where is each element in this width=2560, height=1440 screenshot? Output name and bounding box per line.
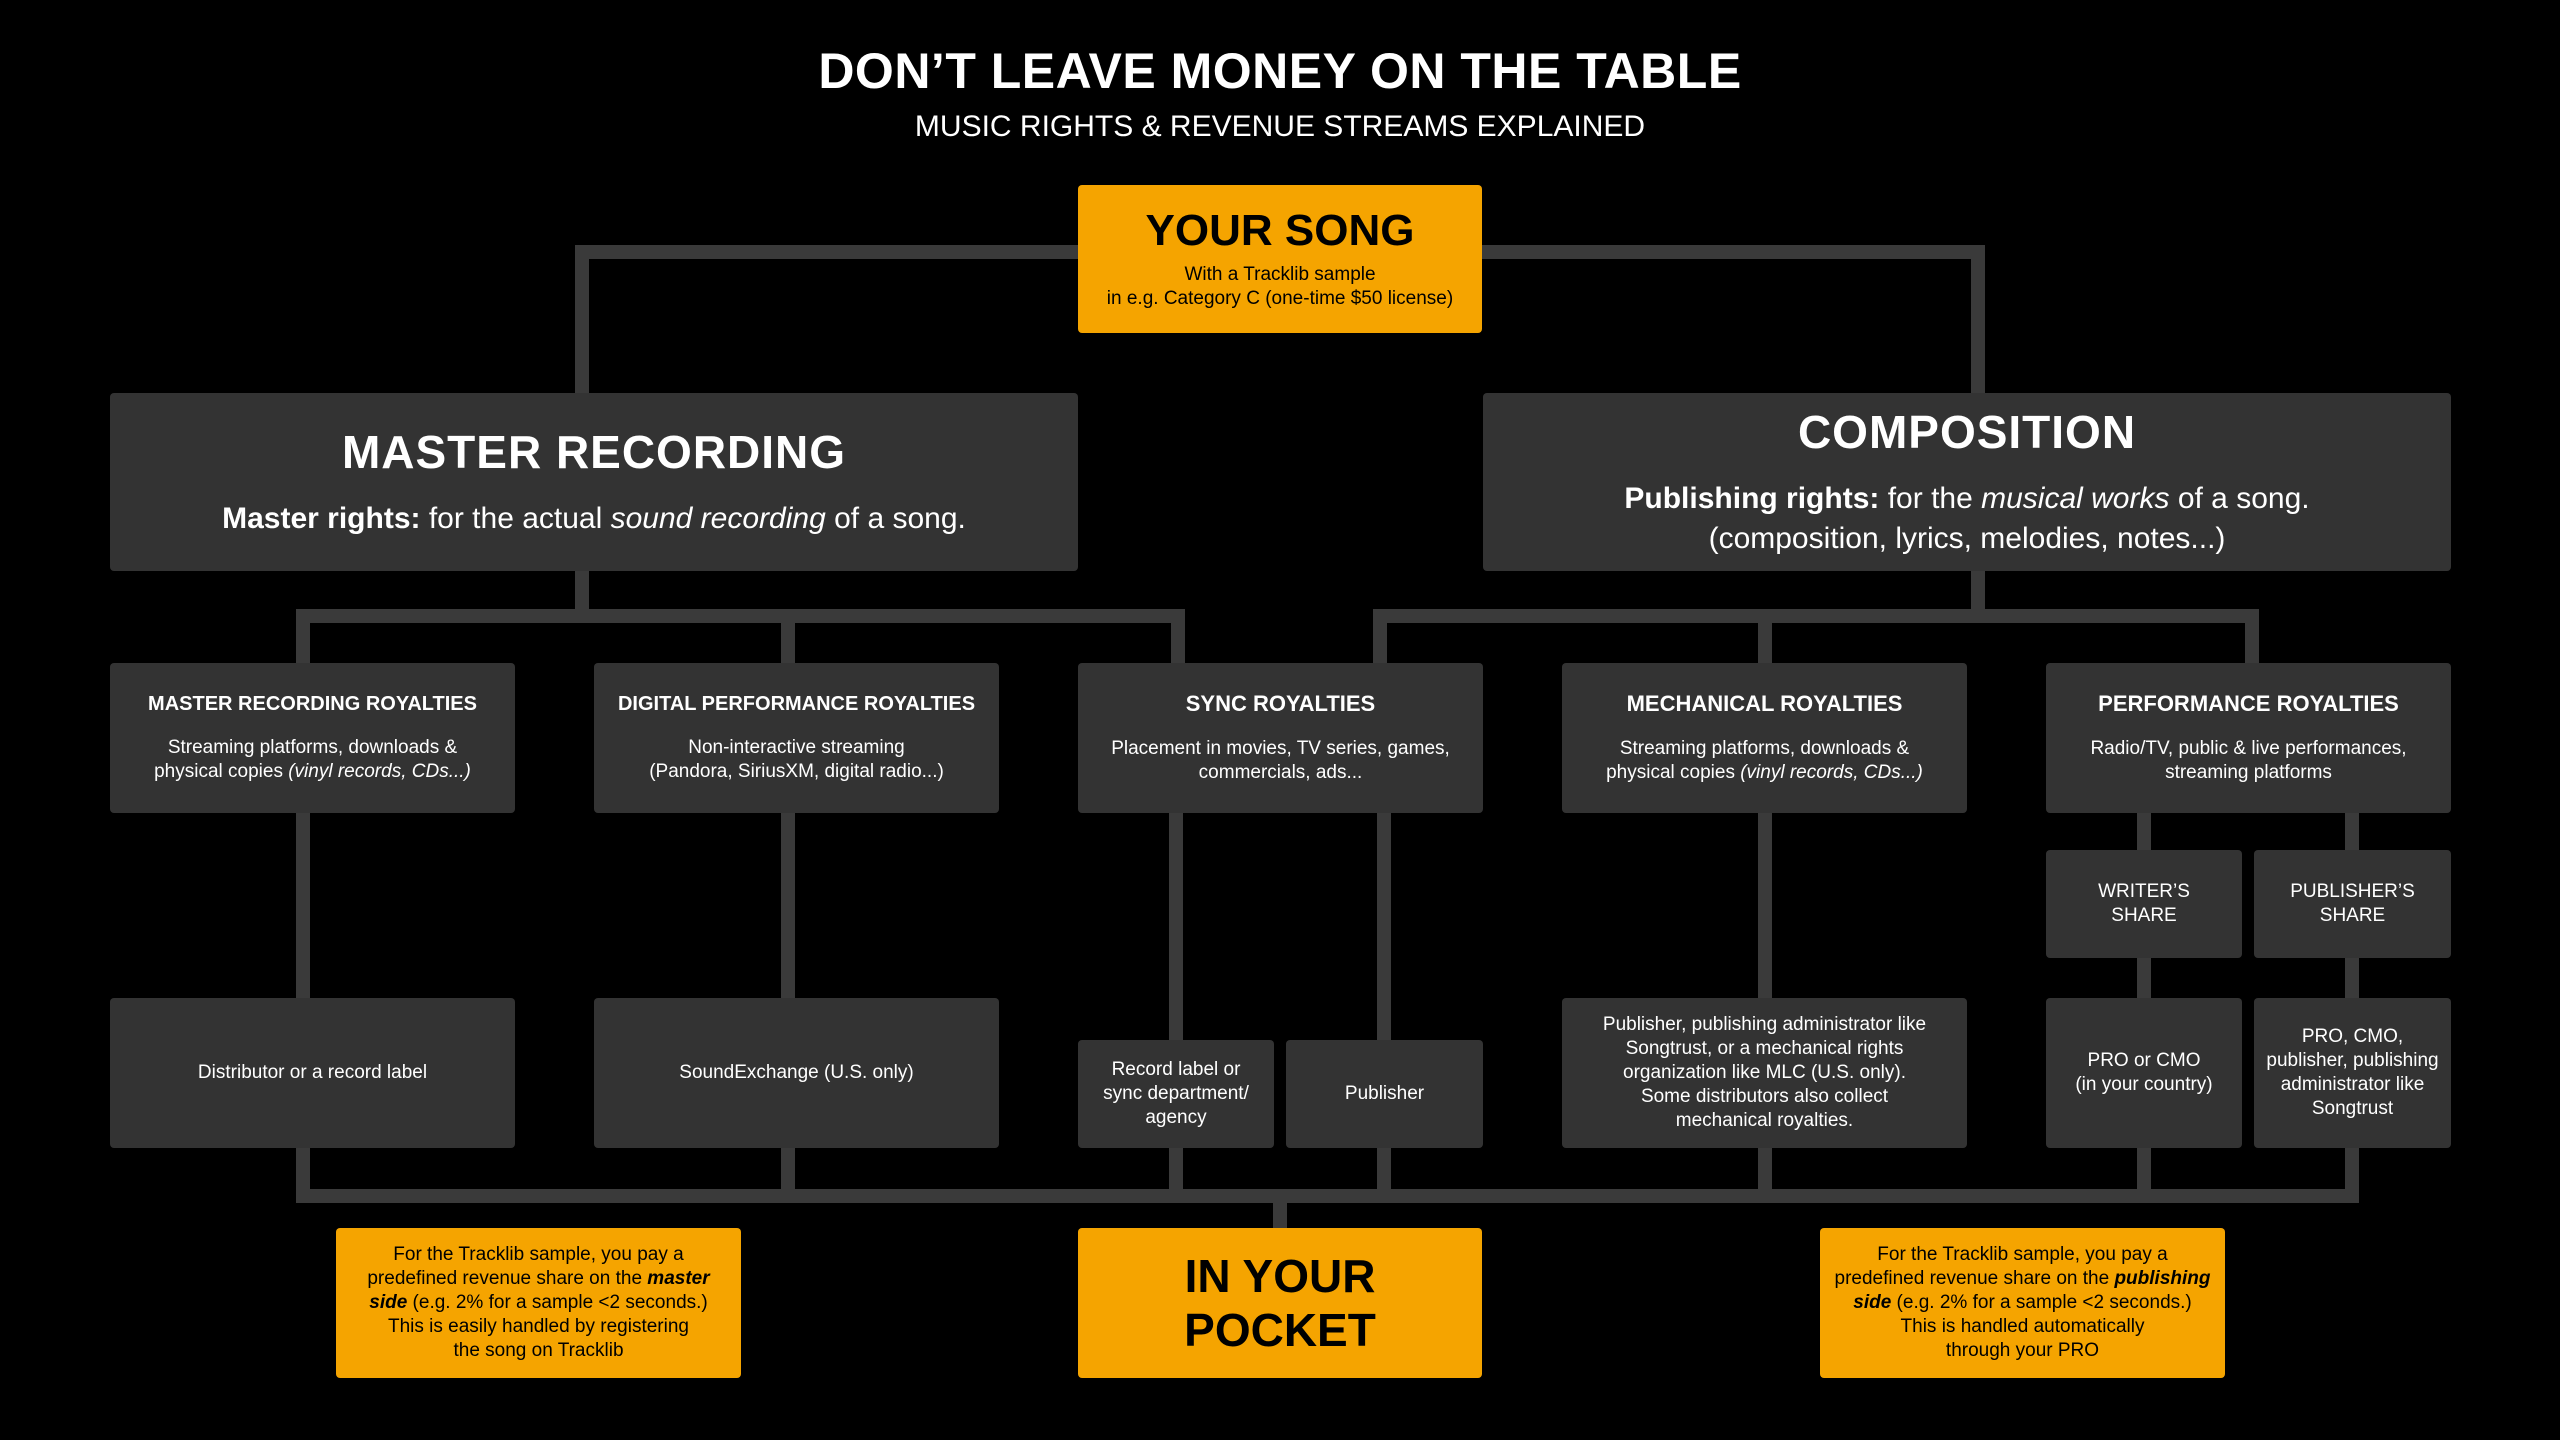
composition-box: COMPOSITION Publishing rights: for the m… <box>1483 393 2451 571</box>
publishing-rights-text: Publishing rights: for the musical works… <box>1624 482 2310 515</box>
pro-box: PRO or CMO (in your country) <box>2046 998 2242 1148</box>
publishing-note-box: For the Tracklib sample, you pay a prede… <box>1820 1228 2225 1378</box>
page-subtitle: MUSIC RIGHTS & REVENUE STREAMS EXPLAINED <box>914 110 1646 143</box>
master-recording-title: MASTER RECORDING <box>341 426 847 478</box>
distributor-box: Distributor or a record label <box>110 998 515 1148</box>
master-recording-royalties-box: MASTER RECORDING ROYALTIES Streaming pla… <box>110 663 515 813</box>
master-rights-text: Master rights: for the actual sound reco… <box>222 502 966 535</box>
publishing-rights-label: Publishing rights: <box>1624 482 1880 515</box>
your-song-line2: in e.g. Category C (one-time $50 license… <box>1106 288 1454 309</box>
master-rights-label: Master rights: <box>222 502 421 535</box>
connector-composition-bar <box>1373 609 2259 672</box>
composition-title: COMPOSITION <box>1797 406 2137 458</box>
publishers-share-box: PUBLISHER’S SHARE <box>2254 850 2451 958</box>
mechanical-royalties-box: MECHANICAL ROYALTIES Streaming platforms… <box>1562 663 1967 813</box>
your-song-title: YOUR SONG <box>1145 206 1415 255</box>
connector-song-composition <box>1473 245 1985 402</box>
in-your-pocket-box: IN YOUR POCKET <box>1078 1228 1482 1378</box>
soundexchange-box: SoundExchange (U.S. only) <box>594 998 999 1148</box>
sync-royalties-title: SYNC ROYALTIES <box>1185 691 1376 716</box>
digital-performance-royalties-title: DIGITAL PERFORMANCE ROYALTIES <box>617 692 976 715</box>
performance-royalties-title: PERFORMANCE ROYALTIES <box>2098 691 2399 716</box>
connector-bottom-bar <box>296 1141 2359 1203</box>
pro-cmo-box: PRO, CMO, publisher, publishing administ… <box>2254 998 2451 1148</box>
writers-share-box: WRITER’S SHARE <box>2046 850 2242 958</box>
performance-royalties-box: PERFORMANCE ROYALTIES Radio/TV, public &… <box>2046 663 2451 813</box>
sync-publisher-box: Publisher <box>1286 1040 1483 1148</box>
your-song-box: YOUR SONG With a Tracklib sample in e.g.… <box>1078 185 1482 333</box>
page-title: DON’T LEAVE MONEY ON THE TABLE <box>818 43 1742 99</box>
publishing-rights-details: (composition, lyrics, melodies, notes...… <box>1708 522 2226 555</box>
digital-performance-royalties-box: DIGITAL PERFORMANCE ROYALTIES Non-intera… <box>594 663 999 813</box>
mechanical-royalties-title: MECHANICAL ROYALTIES <box>1626 691 1903 716</box>
sync-royalties-box: SYNC ROYALTIES Placement in movies, TV s… <box>1078 663 1483 813</box>
record-label-box: Record label or sync department/ agency <box>1078 1040 1274 1148</box>
connector-song-master <box>575 245 1087 402</box>
mechanical-collector-box: Publisher, publishing administrator like… <box>1562 998 1967 1148</box>
master-recording-box: MASTER RECORDING Master rights: for the … <box>110 393 1078 571</box>
master-recording-royalties-title: MASTER RECORDING ROYALTIES <box>148 692 477 715</box>
your-song-line1: With a Tracklib sample <box>1184 264 1376 285</box>
master-note-box: For the Tracklib sample, you pay a prede… <box>336 1228 741 1378</box>
connector-master-bar <box>296 609 1185 672</box>
